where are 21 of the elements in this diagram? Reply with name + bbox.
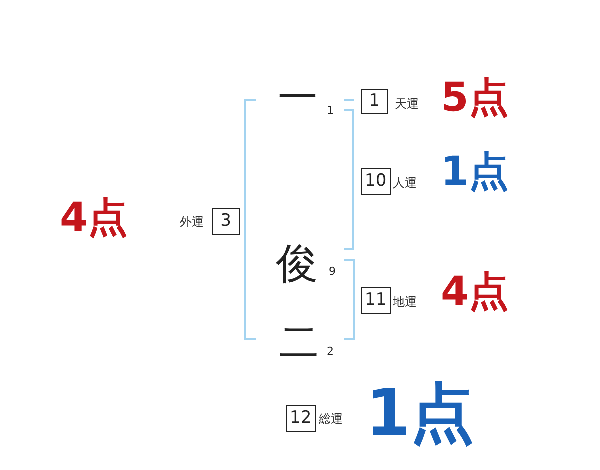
name-character: 俊 (276, 243, 318, 285)
stroke-count: 1 (327, 105, 334, 116)
name-character: 一 (278, 78, 318, 118)
fortune-label: 総運 (319, 413, 343, 425)
stroke-count: 2 (327, 346, 334, 357)
fortune-label: 天運 (395, 98, 419, 110)
stroke-total-box: 10 (361, 168, 391, 195)
stroke-total-box: 3 (212, 208, 240, 235)
score-text: 4点 (60, 198, 128, 238)
stroke-count: 9 (329, 266, 336, 277)
score-text: 1点 (366, 382, 475, 446)
score-text: 1点 (441, 152, 509, 192)
fortune-label: 人運 (393, 177, 417, 189)
name-character: 二 (279, 323, 319, 363)
stroke-total-box: 12 (286, 405, 316, 432)
score-text: 5点 (441, 78, 509, 118)
stroke-total-box: 1 (361, 89, 388, 114)
fortune-label: 外運 (180, 216, 204, 228)
stroke-total-box: 11 (361, 287, 391, 314)
score-text: 4点 (441, 272, 509, 312)
fortune-label: 地運 (393, 296, 417, 308)
